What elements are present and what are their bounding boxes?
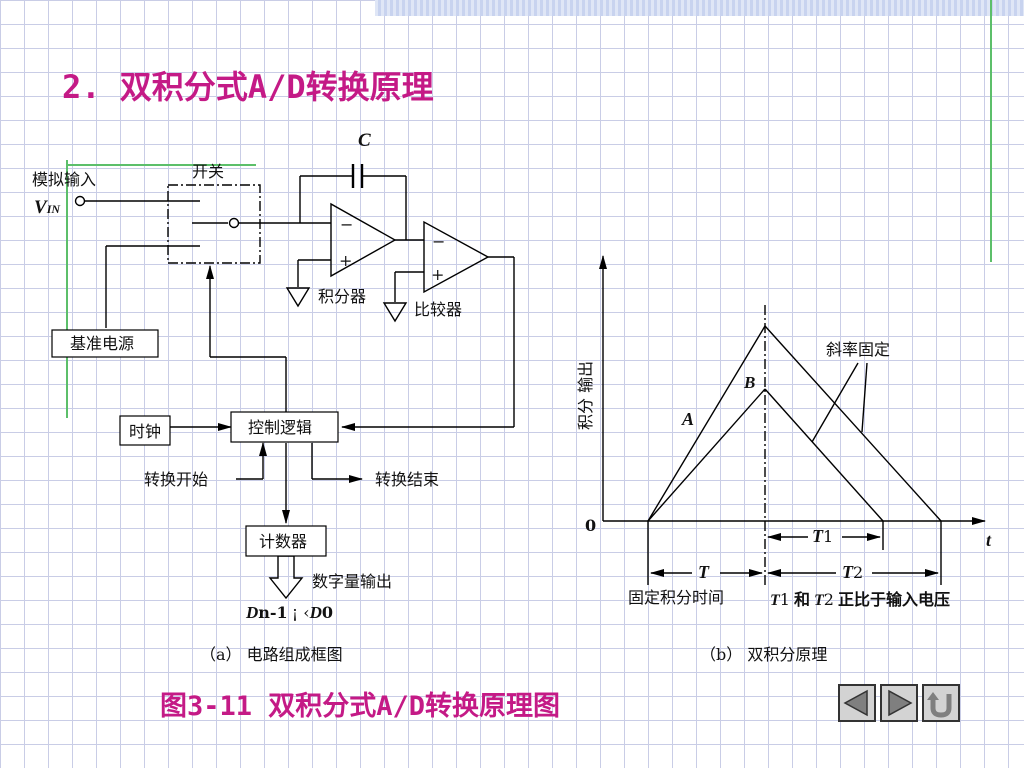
label-b: B bbox=[743, 373, 755, 392]
fixed-time-label: 固定积分时间 bbox=[628, 588, 724, 607]
ramp-a-down bbox=[764, 325, 942, 522]
control-logic-label: 控制逻辑 bbox=[248, 418, 312, 437]
integrator-ground-icon bbox=[285, 287, 311, 308]
circuit-diagram bbox=[74, 164, 515, 600]
decor-line-right bbox=[990, 0, 992, 262]
decor-line-left bbox=[66, 160, 68, 418]
prev-triangle-icon bbox=[843, 689, 868, 717]
label-a: A bbox=[681, 409, 694, 429]
digital-bits-label: Dn-1¡ ‹D0 bbox=[245, 603, 333, 622]
ramp-b-up bbox=[647, 388, 766, 522]
reference-box bbox=[51, 329, 159, 358]
clock-label: 时钟 bbox=[129, 422, 161, 441]
vin-terminal bbox=[74, 195, 86, 207]
t1-label: T1 bbox=[812, 526, 833, 546]
origin-label: 0 bbox=[585, 516, 596, 535]
y-axis-label: 积分 输出 bbox=[576, 361, 595, 430]
start-label: 转换开始 bbox=[144, 470, 208, 489]
digital-output-arrow bbox=[268, 555, 304, 600]
vin-label: VIN bbox=[34, 197, 61, 218]
header-band bbox=[375, 0, 1024, 16]
capacitor-label: C bbox=[358, 130, 371, 151]
integrator-minus: − bbox=[340, 215, 353, 234]
waveform-diagram bbox=[599, 255, 986, 585]
ramp-b-down bbox=[764, 388, 884, 522]
comparator-opamp bbox=[423, 220, 490, 294]
end-label: 转换结束 bbox=[375, 470, 439, 489]
comparator-ground-icon bbox=[382, 302, 408, 323]
clock-box bbox=[119, 415, 171, 446]
circuit-boxes bbox=[51, 329, 339, 557]
next-triangle-icon bbox=[888, 689, 913, 717]
next-button[interactable] bbox=[880, 684, 918, 722]
slope-pointer-1 bbox=[811, 362, 859, 443]
counter-label: 计数器 bbox=[259, 532, 307, 551]
comparator-label: 比较器 bbox=[414, 300, 462, 319]
comparator-plus: + bbox=[431, 265, 444, 284]
t2-label: T2 bbox=[842, 562, 863, 582]
circuit-labels: 模拟输入 VIN 开关 C − + − + 积分器 比较器 基准电源 时钟 控制… bbox=[32, 130, 462, 664]
return-button[interactable] bbox=[922, 684, 960, 722]
digital-output-label: 数字量输出 bbox=[312, 572, 392, 591]
integrator-opamp bbox=[330, 202, 397, 278]
analog-input-label: 模拟输入 bbox=[32, 170, 96, 189]
return-u-arrow-icon bbox=[927, 692, 952, 718]
slope-pointer-2 bbox=[861, 362, 868, 433]
slide-title: 2. 双积分式A/D转换原理 bbox=[62, 68, 434, 106]
t-label: T bbox=[698, 562, 710, 582]
counter-box bbox=[245, 525, 327, 557]
figure-caption: 图3-11 双积分式A/D转换原理图 bbox=[160, 691, 561, 722]
circuit-sub-caption: （a） 电路组成框图 bbox=[200, 645, 343, 664]
decor-line-top bbox=[66, 164, 256, 166]
t-axis-label: t bbox=[986, 530, 992, 550]
integrator-plus: + bbox=[339, 251, 352, 270]
switch-box bbox=[167, 184, 261, 264]
ramp-a-up bbox=[647, 325, 766, 522]
switch-label: 开关 bbox=[192, 162, 224, 181]
reference-label: 基准电源 bbox=[70, 334, 134, 353]
integrator-label: 积分器 bbox=[318, 287, 366, 306]
prev-button[interactable] bbox=[838, 684, 876, 722]
comparator-minus: − bbox=[432, 232, 445, 251]
fixed-slope-label: 斜率固定 bbox=[826, 340, 890, 359]
waveform-sub-caption: （b） 双积分原理 bbox=[700, 645, 827, 664]
control-logic-box bbox=[230, 411, 339, 443]
